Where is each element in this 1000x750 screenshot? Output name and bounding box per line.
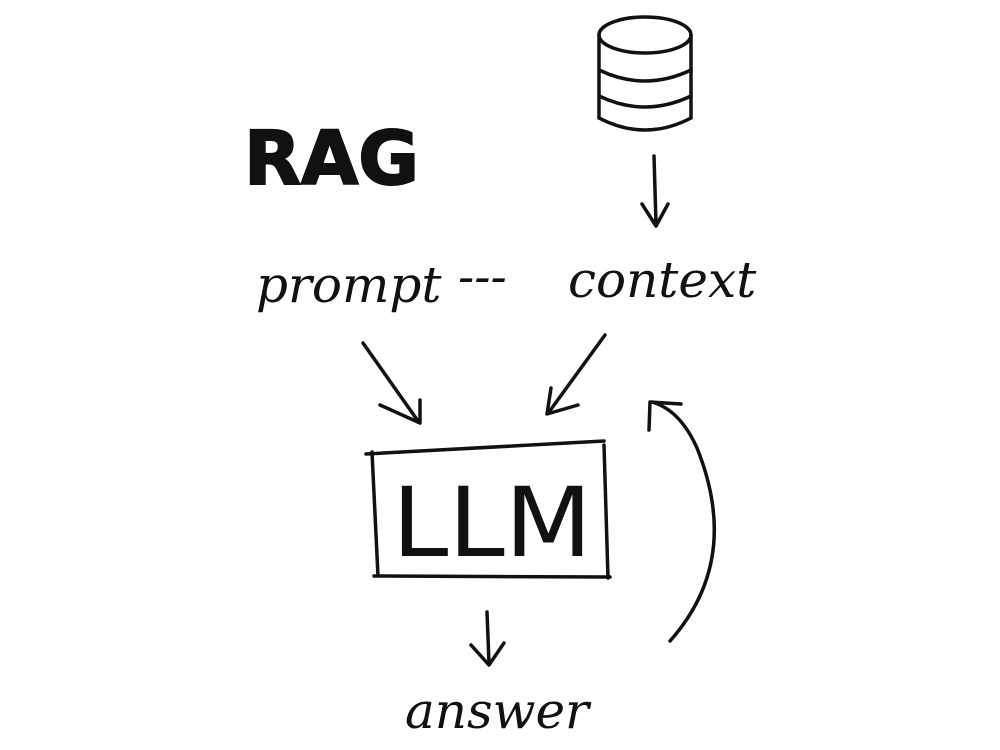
database-icon — [597, 15, 693, 132]
arrow-context-to-llm — [545, 333, 607, 416]
answer-label: answer — [405, 682, 592, 740]
feedback-loop-arrow — [647, 400, 717, 643]
diagram-title: RAG — [244, 116, 419, 202]
separator-dashes: --- — [458, 249, 507, 305]
llm-label: LLM — [392, 467, 592, 579]
prompt-label: prompt — [256, 256, 442, 314]
arrow-llm-to-answer — [469, 610, 506, 667]
context-label: context — [568, 251, 757, 309]
llm-box — [364, 439, 612, 580]
arrow-database-to-context — [640, 154, 670, 228]
arrow-prompt-to-llm — [361, 341, 422, 425]
